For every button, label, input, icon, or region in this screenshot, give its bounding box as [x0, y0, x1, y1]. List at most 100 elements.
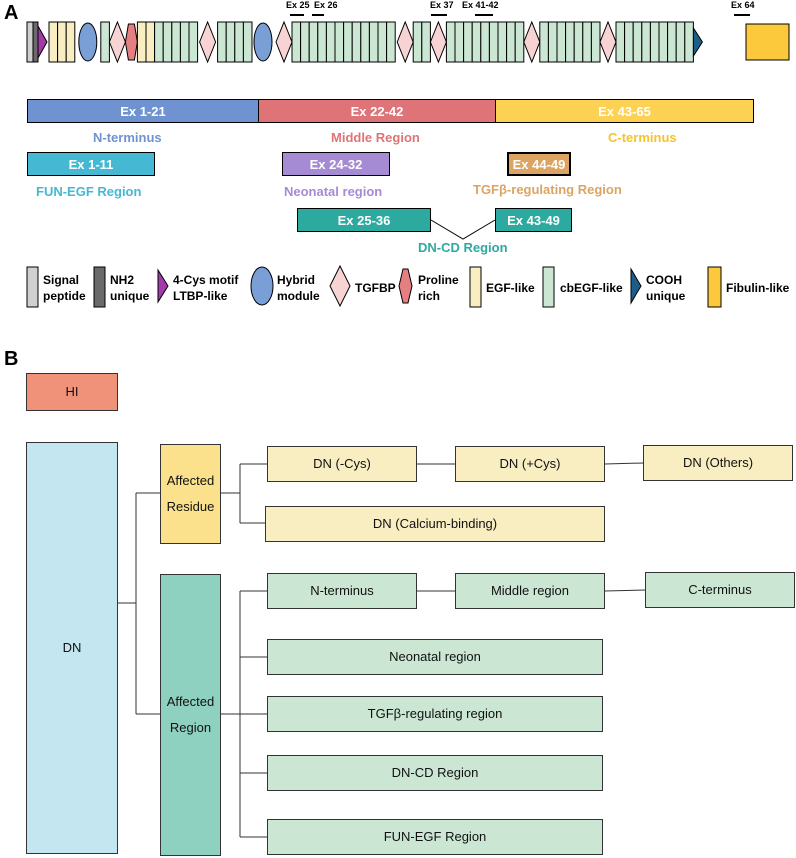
exon-label: Ex 64 — [731, 0, 755, 10]
neonatal-bar: Ex 24-32 — [282, 152, 390, 176]
cbegf-domain — [360, 21, 370, 63]
egf-domain — [145, 21, 156, 63]
exon-label: Ex 37 — [430, 0, 454, 10]
n-terminus-box: N-terminus — [267, 573, 417, 609]
nh2-unique-swatch — [93, 266, 106, 308]
n-terminus-label: N-terminus — [93, 130, 162, 145]
cooh-unique-domain — [692, 26, 703, 58]
c-terminus-bar: Ex 43-65 — [495, 99, 754, 123]
cbegf-domain — [556, 21, 567, 63]
middle-region-box: Middle region — [455, 573, 605, 609]
cbegf-domain — [188, 21, 199, 63]
tgfbp-domain — [429, 20, 447, 64]
cbegf-domain — [539, 21, 549, 63]
panel-a-letter: A — [4, 2, 19, 24]
cbegf-domain — [514, 21, 525, 63]
exon-marker-line — [312, 14, 324, 16]
fun-egf-region-box: FUN-EGF Region — [267, 819, 603, 855]
egf-domain — [57, 21, 67, 63]
dn-minus-cys-box: DN (-Cys) — [267, 446, 417, 482]
cbegf-domain — [573, 21, 584, 63]
cbegf-domain — [615, 21, 626, 63]
exon-label: Ex 41-42 — [462, 0, 499, 10]
fibulin-domain — [745, 23, 790, 61]
fun-egf-label: FUN-EGF Region — [36, 184, 142, 199]
dn-cd-region-box: DN-CD Region — [267, 755, 603, 791]
c-terminus-label: C-terminus — [608, 130, 677, 145]
cbegf-domain — [412, 21, 423, 63]
middle-region-label: Middle Region — [331, 130, 420, 145]
cbegf-domain — [658, 21, 669, 63]
cbegf-domain — [242, 21, 253, 63]
legend-fibulin-like: Fibulin-like — [726, 281, 790, 295]
dn-calcium-binding-box: DN (Calcium-binding) — [265, 506, 605, 542]
cbegf-domain — [445, 21, 456, 63]
four-cys-motif-swatch — [157, 268, 169, 304]
cbegf-domain — [506, 21, 516, 63]
cbegf-domain — [317, 21, 327, 63]
dn-plus-cys-box: DN (+Cys) — [455, 446, 605, 482]
cbegf-domain — [334, 21, 345, 63]
cbegf-domain — [351, 21, 362, 63]
legend-tgfbp: TGFBP — [355, 281, 396, 295]
cbegf-domain — [488, 21, 499, 63]
cbegf-domain — [632, 21, 643, 63]
cbegf-domain — [497, 21, 508, 63]
hybrid-domain — [253, 22, 273, 62]
dncd-label: DN-CD Region — [418, 240, 508, 255]
proline-domain — [124, 23, 138, 61]
dncd-left-bar: Ex 25-36 — [297, 208, 431, 232]
cbegf-domain — [234, 21, 244, 63]
egf-domain — [48, 21, 59, 63]
hybrid-module-swatch — [250, 266, 274, 306]
cbegf-domain — [463, 21, 473, 63]
cbegf-domain — [300, 21, 310, 63]
cbegf-domain — [480, 21, 490, 63]
cbegf-domain — [386, 21, 396, 63]
middle-region-bar: Ex 22-42 — [258, 99, 496, 123]
egf-domain — [65, 21, 76, 63]
cbegf-domain — [421, 21, 431, 63]
hi-box: HI — [26, 373, 118, 411]
cbegf-domain — [162, 21, 173, 63]
cbegf-domain — [171, 21, 181, 63]
cbegf-like-swatch — [542, 266, 555, 308]
cbegf-domain — [471, 21, 482, 63]
signal-peptide-swatch — [26, 266, 39, 308]
cbegf-domain — [368, 21, 379, 63]
signal-peptide-domain — [26, 21, 34, 63]
exon-marker-line — [475, 14, 493, 16]
dncd-right-bar: Ex 43-49 — [495, 208, 572, 232]
c-terminus-box: C-terminus — [645, 572, 795, 608]
tgfbp-domain — [199, 20, 217, 64]
dn-others-box: DN (Others) — [643, 445, 793, 481]
cbegf-domain — [675, 21, 686, 63]
fibulin-like-swatch — [707, 266, 722, 308]
tgfbp-swatch — [329, 264, 351, 308]
exon-marker-line — [431, 14, 447, 16]
panel-b-letter: B — [4, 348, 19, 370]
tgfb-label: TGFβ-regulating Region — [473, 182, 622, 197]
legend-egf-like: EGF-like — [486, 281, 535, 295]
tgfbp-domain — [275, 20, 293, 64]
cbegf-domain — [641, 21, 651, 63]
dn-box: DN — [26, 442, 118, 854]
tgfb-regulating-region-box: TGFβ-regulating region — [267, 696, 603, 732]
cbegf-domain — [325, 21, 336, 63]
four-cys-domain — [37, 24, 48, 60]
proline-rich-swatch — [398, 268, 413, 304]
exon-label: Ex 26 — [314, 0, 338, 10]
exon-label: Ex 25 — [286, 0, 310, 10]
cbegf-domain — [565, 21, 575, 63]
exon-marker-line — [734, 14, 750, 16]
cbegf-domain — [154, 21, 164, 63]
fun-egf-bar: Ex 1-11 — [27, 152, 155, 176]
cooh-unique-swatch — [630, 267, 642, 305]
egf-domain — [136, 21, 147, 63]
cbegf-domain — [291, 21, 302, 63]
